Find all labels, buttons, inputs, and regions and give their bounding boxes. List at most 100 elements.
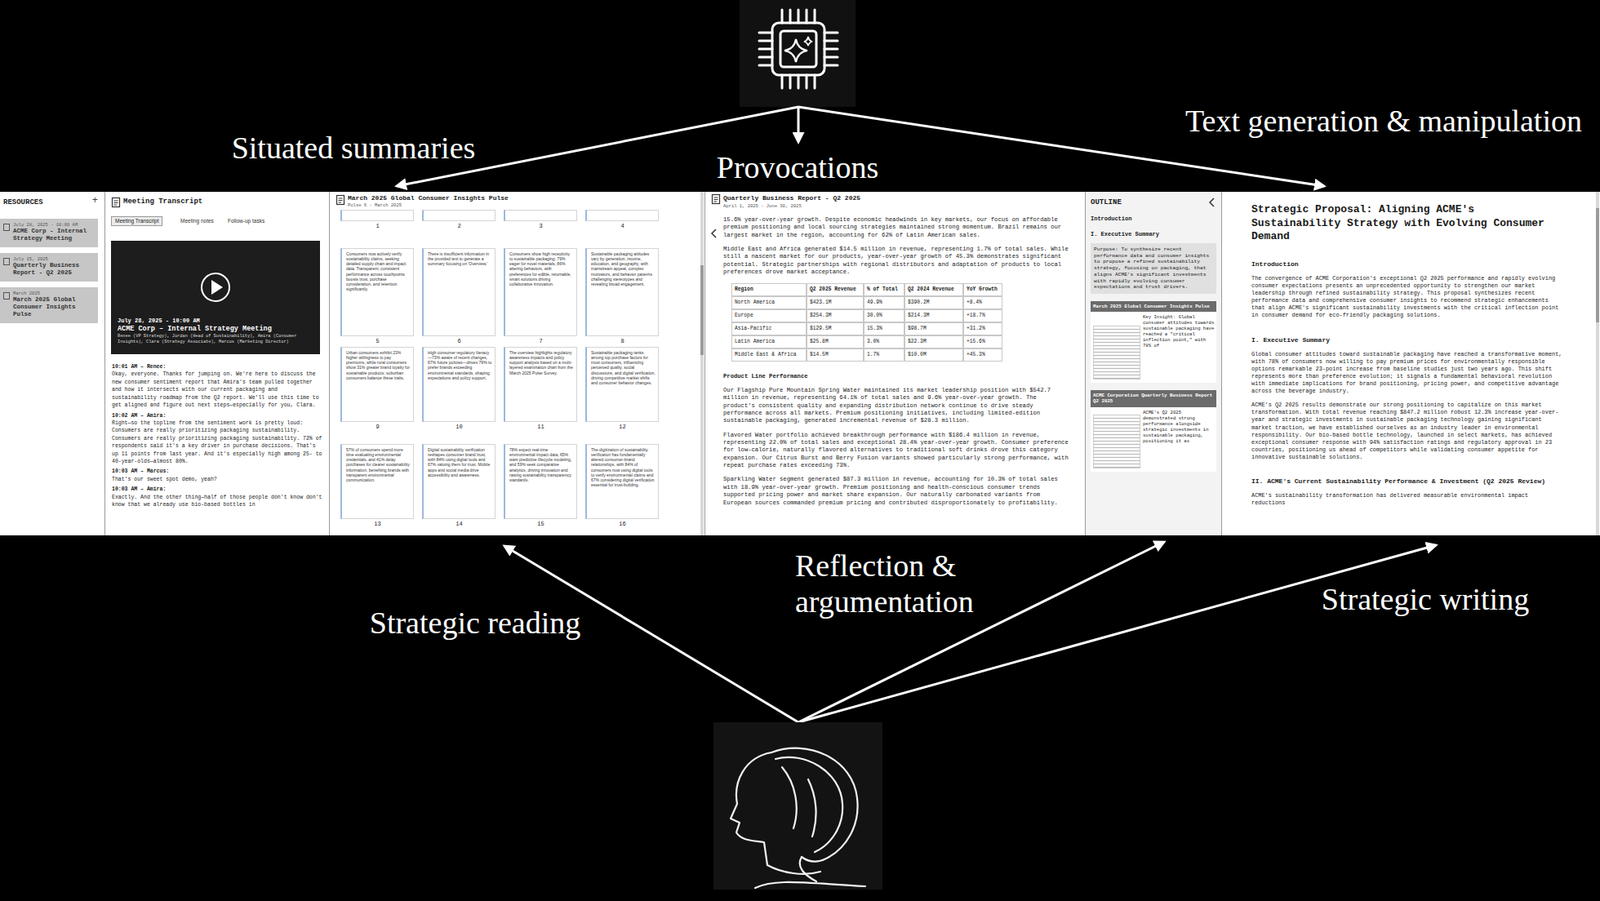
meeting-date: July 28, 2025 - 10:00 AM [117,317,314,325]
document-paragraph: Global consumer attitudes toward sustain… [1251,351,1565,396]
card-number: 13 [342,520,414,528]
card-summary: Consumers now actively verify sustainabi… [346,251,411,292]
card-number: 2 [423,222,495,230]
summary-card: High consumer regulatory literacy—73% aw… [422,346,496,423]
card-number: 12 [586,423,658,431]
table-cell: +45.3% [963,348,1003,362]
tab-label: Follow-up tasks [227,217,265,224]
table-header: Region [731,283,807,297]
card-heading: March 2025 Global Consumer Insights Puls… [1090,301,1217,312]
summary-card: Consumers now actively verify sustainabi… [340,248,414,337]
table-cell: 3.0% [863,335,905,349]
flow-label: Reflection & argumentation [795,548,1008,620]
panel-heading: Quarterly Business Report - Q2 2025 [723,194,861,202]
table-cell: +31.2% [963,322,1003,336]
card-summary: 57% of consumers spend more time evaluat… [346,447,411,483]
transcript-line: Right—so the topline from the sentiment … [111,419,323,467]
summary-card: Consumers show high receptivity to susta… [503,248,578,337]
revenue-table: RegionQ2 2025 Revenue% of TotalQ2 2024 R… [731,283,996,362]
summary-card: The digitization of sustainability verif… [585,444,659,520]
section-heading: Introduction [1251,260,1565,269]
card-summary: High consumer regulatory literacy—73% aw… [427,350,493,381]
card-number: 3 [505,222,577,230]
item-date: July 28, 2025 · 10:00 AM [13,222,96,228]
panel-heading: OUTLINE [1090,198,1217,208]
section-heading: II. ACME's Current Sustainability Perfor… [1251,477,1565,486]
summary-card: Sustainable packaging attitudes vary by … [585,248,659,337]
flow-label: Situated summaries [231,130,476,167]
card-summary: Urban consumers exhibit 23% higher willi… [346,350,411,381]
table-cell: $10.0M [904,348,964,362]
insights-panel: March 2025 Global Consumer Insights Puls… [328,191,705,536]
item-title: ACME Corp - Internal Strategy Meeting [13,227,96,244]
transcript-line: Okay, everyone. Thanks for jumping on. W… [111,370,323,409]
card-summary: ACME's Q2 2025 demonstrated strong perfo… [1142,407,1217,447]
summary-card: 78% expect real-time environmental impac… [503,444,578,520]
card-number: 7 [505,337,577,345]
table-cell: $98.7M [904,322,964,336]
panel-heading: Meeting Transcript [123,197,203,206]
page-thumbnail [1093,325,1141,380]
flow-label: Strategic reading [369,605,582,642]
table-cell: $25.8M [806,335,864,349]
card-number: 4 [586,222,658,230]
table-header: Q2 2024 Revenue [904,283,964,297]
play-button [199,271,232,304]
speaker-stamp: 10:03 AM – Marcus: [111,467,323,476]
card-number: 14 [423,520,495,528]
video-card: July 28, 2025 - 10:00 AMACME Corp – Inte… [111,240,320,355]
summary-card: 57% of consumers spend more time evaluat… [340,444,414,520]
document-paragraph: The convergence of ACME Corporation's ex… [1251,275,1565,320]
item-date: March 2025 [13,290,96,297]
table-cell: 1.7% [863,348,905,362]
table-cell: $129.5M [806,322,864,336]
card-summary: Key Insight: Global consumer attitudes t… [1142,311,1217,352]
transcript-panel: Meeting TranscriptMeeting notesFollow-up… [104,191,329,536]
document-paragraph: ACME's sustainability transformation has… [1251,492,1565,507]
report-paragraph: Sparkling Water segment generated $87.3 … [723,475,1069,507]
document-icon [111,196,121,209]
item-title: Quarterly Business Report - Q2 2025 [13,262,96,278]
table-cell: $254.3M [806,309,864,323]
card-number: 9 [342,423,414,431]
table-cell: Middle East & Africa [731,348,807,362]
flow-label: Strategic writing [1321,582,1529,618]
table-cell: $22.3M [904,335,964,349]
report-paragraph: Flavored Water portfolio achieved breakt… [723,431,1069,471]
document-icon [335,194,346,206]
resource-item: July 28, 2025 · 10:00 AMACME Corp - Inte… [0,218,98,248]
card-summary: There is insufficient information in the… [427,251,493,267]
tab-label: Meeting Transcript [115,217,159,225]
summary-card: Sustainable packaging ranks among top pu… [585,346,659,423]
purpose-text: Purpose: To synthesize recent performanc… [1093,246,1214,291]
item-date: July 15, 2025 [13,256,96,263]
proposal-panel: Strategic Proposal: Aligning ACME's Sust… [1221,191,1600,536]
table-header: YoY Growth [963,283,1003,297]
flow-label: Provocations [716,150,879,187]
card-summary: Sustainable packaging ranks among top pu… [591,350,656,386]
section-heading: Product Line Performance [723,373,1069,381]
resource-item: March 2025March 2025 Global Consumer Ins… [0,287,98,324]
transcript-line: Exactly. And the other thing—half of tho… [111,493,323,510]
scrollbar [699,191,705,536]
summary-card: The overview highlights regulatory aware… [503,346,578,423]
outline-heading: Introduction [1090,215,1217,223]
resource-item: July 15, 2025Quarterly Business Report -… [0,253,98,282]
table-cell: 30.0% [863,309,905,323]
summary-card: 2 [422,209,496,222]
panel-heading: RESOURCES [0,198,98,208]
card-heading: ACME Corporation Quarterly Business Repo… [1090,390,1217,407]
card-summary: Sustainable packaging attitudes vary by … [591,251,656,287]
attendee-list: Renee (VP Strategy), Jordan (Head of Sus… [117,333,314,346]
card-number: 10 [423,423,495,431]
transcript-line: That's our sweet spot demo, yeah? [111,475,323,484]
table-header: % of Total [863,283,905,297]
person-sketch [730,748,866,889]
source-card: March 2025 Global Consumer Insights Puls… [1090,301,1217,383]
table-cell: Asia-Pacific [731,322,807,336]
table-cell: 15.3% [863,322,905,336]
table-cell: +8.4% [963,296,1003,310]
summary-card: 3 [503,209,578,222]
table-cell: +18.7% [963,309,1003,323]
